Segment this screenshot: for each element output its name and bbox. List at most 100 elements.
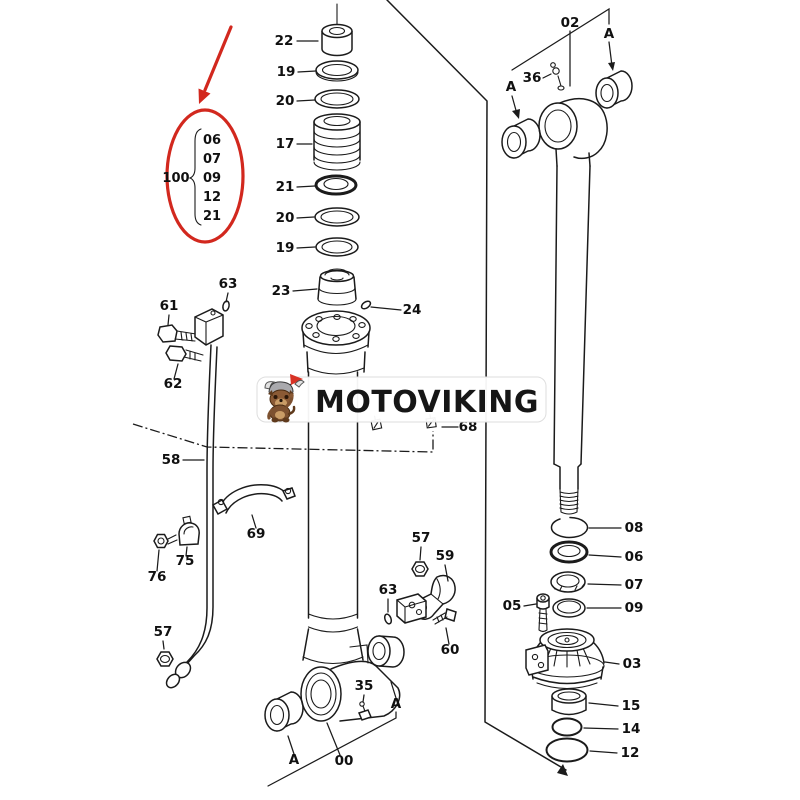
part-bushing-top-right <box>595 70 633 109</box>
part-rod-shaft <box>553 165 591 515</box>
kit-item: 06 <box>203 133 221 148</box>
callout-00: 00 <box>335 753 354 769</box>
callout-57a: 57 <box>154 624 173 640</box>
callout-76: 76 <box>148 569 167 585</box>
red-arrowhead-icon <box>198 88 211 104</box>
part-bushing-bottom-right <box>367 635 405 668</box>
callout-21a: 21 <box>276 179 295 195</box>
part-bushing-top-left <box>501 118 541 159</box>
part-seal-stack-17 <box>313 113 361 171</box>
part-bolt-62 <box>165 345 204 362</box>
callout-19a: 19 <box>277 64 296 80</box>
part-ring-20 <box>314 89 360 109</box>
callout-23: 23 <box>272 283 291 299</box>
callout-A-bottom-left: A <box>289 752 300 768</box>
part-nut-57a <box>156 651 174 667</box>
part-bolt-76 <box>153 533 178 549</box>
red-arrow <box>203 25 233 92</box>
part-clamp-75 <box>178 515 200 546</box>
part-rod-eye <box>538 98 608 167</box>
callout-labels: 22 19 20 17 21 20 19 23 24 02 A A 36 61 … <box>148 15 644 769</box>
cylinder-tube-assembly <box>264 3 405 732</box>
callout-62: 62 <box>164 376 183 392</box>
callout-57b: 57 <box>412 530 431 546</box>
kit-item: 21 <box>203 209 221 224</box>
part-cap-22 <box>321 23 353 57</box>
callout-09: 09 <box>625 600 644 616</box>
leader-lines <box>156 30 622 756</box>
part-pipe-58 <box>165 344 218 689</box>
part-ring-20b <box>314 207 360 227</box>
part-pin-63b <box>383 613 393 625</box>
callout-22: 22 <box>275 33 294 49</box>
motoviking-logo-icon <box>264 374 305 423</box>
callout-A-top-left: A <box>506 79 517 95</box>
part-oring-12 <box>545 737 589 763</box>
part-saddle-clamp-69 <box>211 484 296 516</box>
callout-03: 03 <box>623 656 642 672</box>
part-piston-03 <box>525 628 605 690</box>
part-port-block <box>396 593 427 624</box>
kit-brace <box>188 128 202 226</box>
callout-61: 61 <box>160 298 179 314</box>
watermark: MOTOVIKING <box>256 374 547 423</box>
kit-label: 100 <box>162 171 189 186</box>
part-bolt-61 <box>157 324 197 343</box>
part-ring-21 <box>314 174 358 196</box>
watermark-text: MOTOVIKING <box>315 385 539 420</box>
callout-02: 02 <box>561 15 580 31</box>
callout-A-bottom-right: A <box>391 696 402 712</box>
part-snap-ring-08 <box>550 516 589 539</box>
part-bushing-bottom-left <box>264 691 304 732</box>
callout-63a: 63 <box>219 276 238 292</box>
callout-14: 14 <box>622 721 641 737</box>
pipe-assembly <box>153 300 296 689</box>
part-grease-fitting-36 <box>550 62 565 91</box>
callout-24: 24 <box>403 302 422 318</box>
kit-item: 09 <box>203 171 221 186</box>
part-clamp-block <box>194 308 224 346</box>
callout-15: 15 <box>622 698 641 714</box>
callout-12: 12 <box>621 745 640 761</box>
watermark-band <box>256 376 547 423</box>
rod-assembly <box>501 62 633 763</box>
callout-07: 07 <box>625 577 644 593</box>
part-bolt-60 <box>432 608 457 625</box>
kit-item: 07 <box>203 152 221 167</box>
callout-20a: 20 <box>276 93 295 109</box>
part-head-flange <box>301 310 371 375</box>
callout-06: 06 <box>625 549 644 565</box>
callout-17: 17 <box>276 136 295 152</box>
callout-A-top-right: A <box>604 26 615 42</box>
callout-19b: 19 <box>276 240 295 256</box>
part-ring-15 <box>551 688 587 716</box>
part-ring-06 <box>549 540 589 564</box>
callout-20b: 20 <box>276 210 295 226</box>
part-pin-24 <box>360 300 372 310</box>
red-circle <box>165 108 245 244</box>
part-bolt-05 <box>536 593 550 633</box>
part-nut-57b <box>411 561 429 577</box>
part-gland-23 <box>317 268 357 306</box>
part-ring-19 <box>315 60 359 82</box>
part-ring-09 <box>552 598 586 618</box>
callout-63b: 63 <box>379 582 398 598</box>
part-pin-63a <box>222 300 230 312</box>
part-grease-fitting-35 <box>357 701 373 721</box>
seal-kit-highlight: 100 06 07 09 12 21 <box>162 25 245 244</box>
part-ring-19b <box>315 237 359 257</box>
callout-75: 75 <box>176 553 195 569</box>
callout-68: 68 <box>459 419 478 435</box>
part-tube-eye <box>300 660 401 722</box>
callout-58: 58 <box>162 452 181 468</box>
callout-08: 08 <box>625 520 644 536</box>
callout-60: 60 <box>441 642 460 658</box>
port-fittings <box>383 561 457 625</box>
part-oring-14 <box>551 717 583 737</box>
callout-69: 69 <box>247 526 266 542</box>
callout-36: 36 <box>523 70 542 86</box>
callout-35: 35 <box>355 678 374 694</box>
kit-item: 12 <box>203 190 221 205</box>
